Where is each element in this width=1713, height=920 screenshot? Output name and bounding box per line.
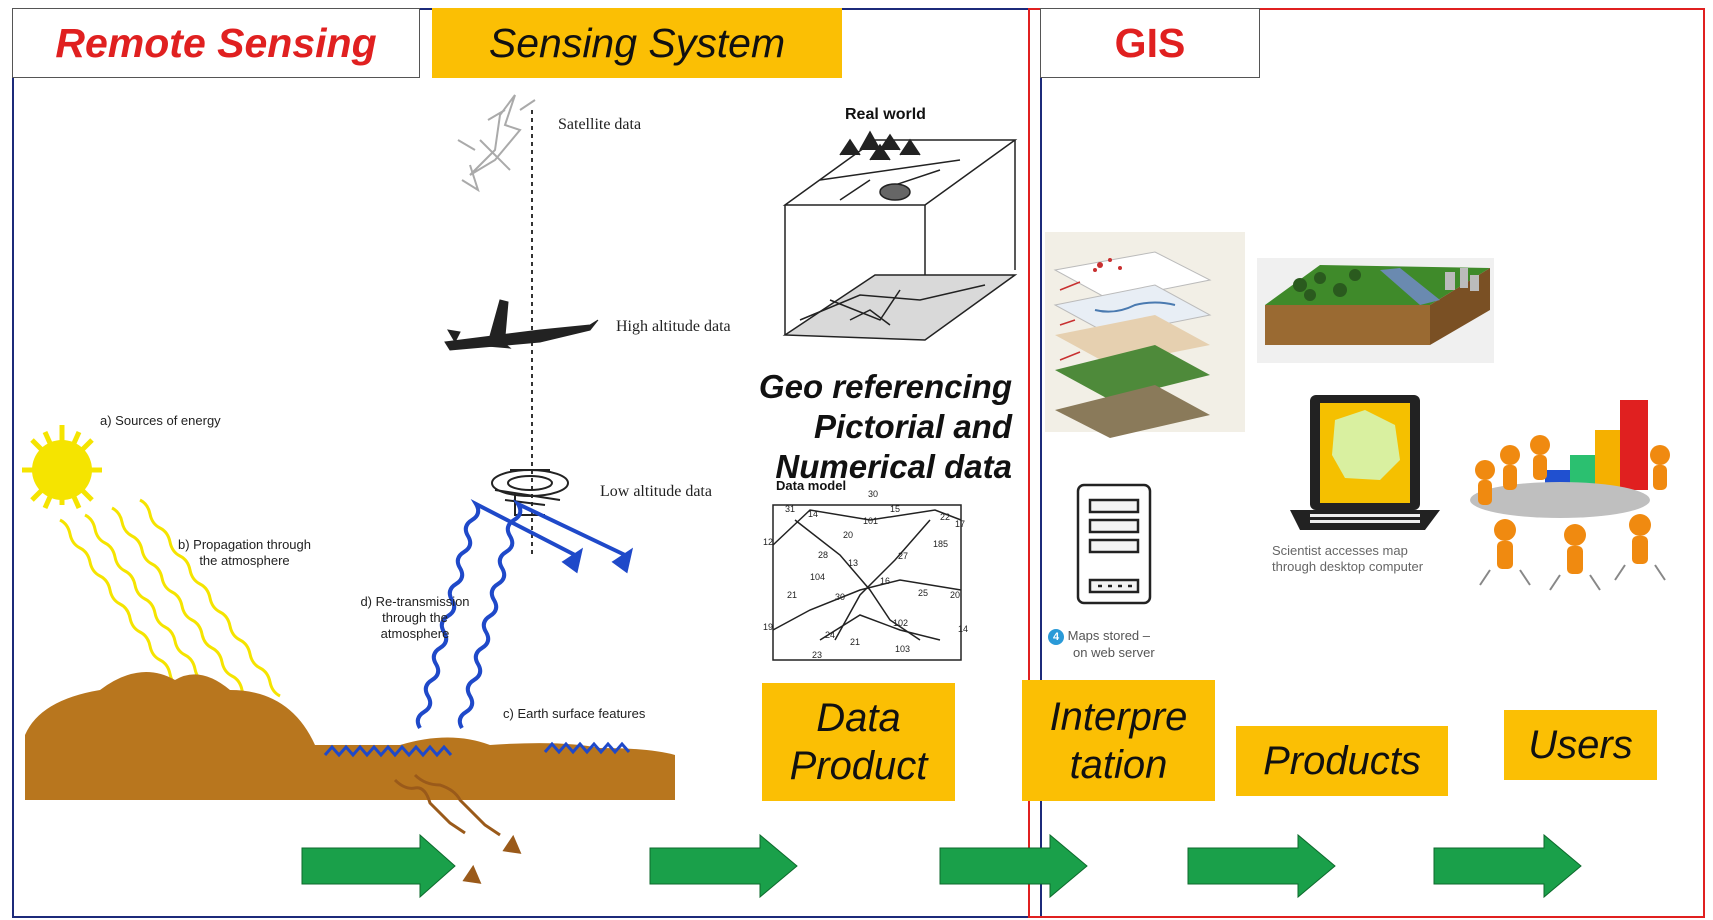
users-label: Users	[1528, 722, 1633, 767]
interpretation-line2: tation	[1069, 742, 1168, 787]
gis-layer-stack	[1045, 232, 1245, 438]
flow-arrow-3	[939, 833, 1088, 899]
retransmission-label-line3: atmosphere	[380, 626, 450, 641]
retransmission-label-line2: through the	[382, 610, 448, 625]
terrain-block-image	[1257, 258, 1494, 363]
propagation-label-line1: b) Propagation through	[178, 537, 311, 552]
svg-text:185: 185	[933, 539, 948, 549]
flow-arrow-4	[1187, 833, 1336, 899]
svg-text:27: 27	[898, 551, 908, 561]
server-caption-line1: Maps stored	[1067, 628, 1140, 643]
remote-sensing-title: Remote Sensing	[55, 19, 377, 66]
data-product-line2: Product	[789, 744, 928, 788]
svg-text:16: 16	[880, 576, 890, 586]
surface-waves	[323, 741, 631, 758]
data-product-box: Data Product	[762, 683, 955, 801]
flow-arrow-5	[1433, 833, 1582, 899]
svg-text:101: 101	[863, 516, 878, 526]
interpretation-line1: Interpre	[1049, 694, 1188, 739]
svg-text:12: 12	[763, 537, 773, 547]
server-step-badge: 4	[1048, 629, 1064, 645]
remote-sensing-header: Remote Sensing	[12, 8, 420, 78]
geo-line-3: Numerical data	[775, 448, 1012, 485]
gis-header: GIS	[1040, 8, 1260, 78]
server-caption-line2: on web server	[1073, 645, 1155, 660]
propagation-label: b) Propagation through the atmosphere	[178, 537, 311, 569]
high-altitude-label: High altitude data	[616, 318, 731, 335]
svg-text:104: 104	[810, 572, 825, 582]
sensing-system-title: Sensing System	[488, 19, 786, 66]
subsurface-arrows	[393, 773, 522, 884]
geo-line-2: Pictorial and	[813, 408, 1012, 445]
airplane-icon	[444, 299, 599, 351]
svg-text:25: 25	[918, 588, 928, 598]
satellite-icon	[457, 94, 536, 193]
svg-text:14: 14	[808, 509, 818, 519]
svg-text:30: 30	[868, 489, 878, 499]
retransmission-label: d) Re-transmission through the atmospher…	[350, 594, 480, 642]
svg-text:21: 21	[850, 637, 860, 647]
sensing-system-header: Sensing System	[432, 8, 842, 78]
real-world-label: Real world	[845, 106, 926, 123]
svg-text:13: 13	[848, 558, 858, 568]
svg-text:22: 22	[940, 512, 950, 522]
svg-text:28: 28	[818, 550, 828, 560]
scientist-caption-line1: Scientist accesses map	[1272, 543, 1408, 558]
laptop-icon	[1290, 395, 1440, 530]
products-box: Products	[1236, 726, 1448, 796]
interpretation-box: Interpre tation	[1022, 680, 1215, 801]
retransmission-waves	[415, 499, 634, 730]
gis-panel	[1028, 8, 1705, 918]
svg-text:15: 15	[890, 504, 900, 514]
satellite-data-label: Satellite data	[558, 116, 642, 133]
svg-text:23: 23	[812, 650, 822, 660]
propagation-label-line2: the atmosphere	[199, 553, 290, 568]
geo-referencing-text: Geo referencing Pictorial and Numerical …	[700, 367, 1012, 487]
flow-arrows	[301, 833, 1582, 899]
sun-icon	[22, 425, 102, 510]
helicopter-icon	[491, 469, 569, 516]
geo-line-1: Geo referencing	[758, 368, 1012, 405]
retransmission-label-line1: d) Re-transmission	[360, 594, 470, 609]
svg-text:102: 102	[893, 618, 908, 628]
svg-text:17: 17	[955, 519, 965, 529]
energy-source-label: a) Sources of energy	[100, 413, 221, 428]
gis-title: GIS	[1114, 19, 1186, 66]
svg-text:20: 20	[950, 590, 960, 600]
svg-text:14: 14	[958, 624, 968, 634]
data-model-diagram: 31 14 30 15 22 17 20 101 185 28 13 27 104 16 25 21…	[763, 489, 968, 661]
svg-text:21: 21	[787, 590, 797, 600]
svg-text:30: 30	[835, 592, 845, 602]
users-box: Users	[1504, 710, 1657, 780]
svg-text:24: 24	[825, 630, 835, 640]
data-product-line1: Data	[816, 696, 901, 740]
svg-text:31: 31	[785, 504, 795, 514]
scientist-caption: Scientist accesses map through desktop c…	[1272, 543, 1423, 575]
low-altitude-label: Low altitude data	[600, 483, 712, 500]
scientist-caption-line2: through desktop computer	[1272, 559, 1424, 574]
flow-arrow-2	[649, 833, 798, 899]
sun-rays	[59, 498, 281, 706]
users-meeting-illustration	[1470, 400, 1670, 591]
server-icon	[1076, 483, 1152, 605]
earth-surface-label: c) Earth surface features	[503, 706, 646, 721]
svg-text:103: 103	[895, 644, 910, 654]
flow-arrow-1	[301, 833, 456, 899]
server-caption: 4 Maps stored – on web server	[1048, 628, 1155, 661]
svg-text:20: 20	[843, 530, 853, 540]
products-label: Products	[1263, 738, 1421, 783]
data-model-label: Data model	[776, 478, 847, 493]
earth-terrain	[25, 672, 675, 800]
real-world-diagram	[782, 130, 1018, 341]
svg-text:19: 19	[763, 622, 773, 632]
